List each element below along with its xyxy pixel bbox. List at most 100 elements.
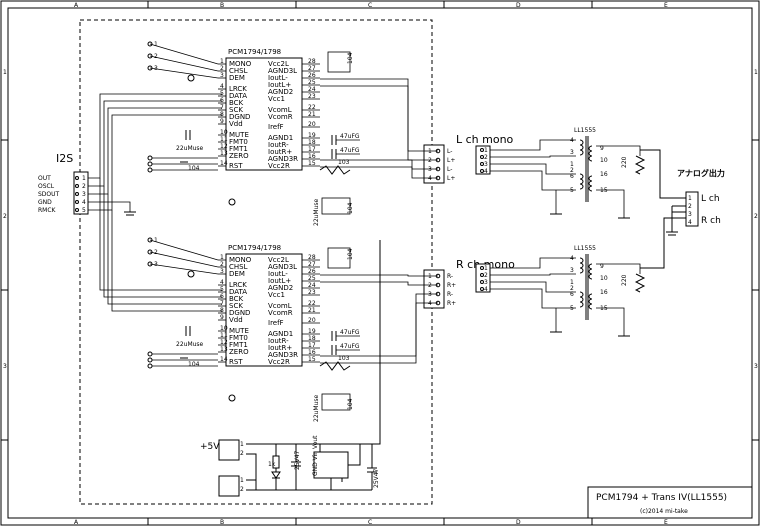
rch-trans-input-pin	[480, 280, 484, 284]
dac-bot-part-label: PCM1794/1798	[228, 244, 281, 252]
rch-secondary-coil	[588, 268, 593, 275]
dac-bot-left-pin-name: LRCK	[229, 281, 247, 289]
dac-bot-left-pin-name: Vdd	[229, 316, 243, 324]
dac-top-left-pin-name: FMT1	[229, 145, 248, 153]
out-num-3: 3	[688, 211, 692, 218]
dac-top-left-pin-name: DEM	[229, 74, 245, 82]
dac-top-right-pin-num: 23	[308, 93, 316, 100]
i2s-num-2: 2	[82, 183, 86, 190]
dac-bot-left-pin-num: 9	[220, 314, 224, 321]
reg-pin-label: GND Vin Vout	[312, 435, 319, 476]
dac-top-jumper-wire	[149, 55, 219, 72]
i2s-num-1: 1	[82, 175, 86, 182]
dac-top-right-pin-num: 19	[308, 132, 316, 139]
dac-top-left-pin-name: CHSL	[229, 67, 248, 75]
rch-trans-input-num: 1	[484, 265, 488, 272]
lch-trans-wire	[490, 155, 576, 158]
dac-bot-right-pin-name: VcomL	[268, 302, 292, 310]
dac-bot-left-pin-name: RST	[229, 358, 243, 366]
dac-bot-right-pin-name: VcomR	[268, 309, 293, 317]
dac-top-fmt-pin	[147, 167, 153, 173]
lch-load-resistor-label: 220	[621, 156, 628, 168]
lch-num-4: 4	[428, 175, 432, 182]
dac-top-right-pin-num: 16	[308, 153, 316, 160]
dac-top-left-pin-num: 14	[220, 160, 228, 167]
lch-trans-pin-num: 5	[570, 187, 574, 194]
col-label-b-bottom: B	[220, 519, 224, 526]
dac-bot-fmt-pin	[147, 357, 153, 363]
dac-bot-right-pin-num: 26	[308, 268, 316, 275]
dac-top-bottom-cap-label: 104	[347, 202, 354, 214]
dac-bot-left-pin-name: FMT1	[229, 341, 248, 349]
rch-trans-wire	[490, 257, 576, 269]
dac-bot-left-pin-num: 6	[220, 293, 224, 300]
lch-trans-input-num: 2	[484, 154, 488, 161]
dac-top-right-pin-name: AGND3L	[268, 67, 297, 75]
dac-bot-vcom-cap-label: 47uFG	[340, 329, 360, 336]
dac-top-left-pin-name: RST	[229, 162, 243, 170]
power-conn-1	[218, 439, 240, 461]
lch-signal-wire	[320, 85, 438, 161]
dac-bot-right-pin-num: 17	[308, 342, 316, 349]
lch-trans-pin-num: 10	[600, 157, 608, 164]
lch-trans-pin-num: 15	[600, 187, 608, 194]
dac-top-top-cap-label: 104	[347, 52, 354, 64]
dac-top-right-pin-name: IoutR+	[268, 148, 292, 156]
i2s-pin-oscl: OSCL	[38, 183, 55, 190]
rch-trans-part-label: LL1555	[574, 245, 596, 252]
dac-bot-right-pin-name: IrefF	[268, 319, 284, 327]
lch-primary-coil	[579, 183, 584, 190]
rch-trans-wire	[490, 288, 576, 309]
out-num-4: 4	[688, 219, 692, 226]
lch-num-2: 2	[428, 157, 432, 164]
lch-signal-wire	[320, 166, 438, 179]
lch-load-resistor	[634, 155, 646, 175]
dac-bot-left-pin-name: MONO	[229, 256, 252, 264]
dac-bot-dem-jumper	[187, 270, 195, 278]
col-label-a: A	[74, 2, 79, 9]
dac-top-left-pin-name: ZERO	[229, 152, 249, 160]
lch-secondary-coil	[588, 155, 593, 162]
dac-bot-left-pin-name: FMT0	[229, 334, 248, 342]
dac-bot-top-decoupling	[327, 247, 351, 269]
lch-trans-input-pin	[480, 169, 484, 173]
dac-top-right-pin-name: AGND2	[268, 88, 293, 96]
rch-secondary-coil	[588, 303, 593, 310]
rch-trans-pin-num: 2	[570, 285, 574, 292]
rch-load-resistor	[634, 273, 646, 293]
dac-top-left-pin-name: LRCK	[229, 85, 247, 93]
i2s-pin-sdout: SDOUT	[38, 191, 60, 198]
dac-top-fmt-pin	[147, 155, 153, 161]
dac-bot-left-pin-num: 5	[220, 286, 224, 293]
led-icon	[271, 471, 281, 479]
dac-top-right-pin-num: 21	[308, 111, 316, 118]
output-rch-label: R ch	[701, 216, 721, 226]
lch-secondary-coil	[588, 150, 593, 157]
dac-bot-right-pin-name: AGND2	[268, 284, 293, 292]
power-label: +5V	[200, 442, 220, 452]
rch-load-resistor-label: 220	[621, 274, 628, 286]
dac-bot-right-pin-num: 19	[308, 328, 316, 335]
dac-top-jumper-pin	[147, 53, 153, 59]
dac-top-left-pin-name: SCK	[229, 106, 243, 114]
dac-top-left-pin-name: DATA	[229, 92, 247, 100]
dac-bot-left-pin-num: 4	[220, 279, 224, 286]
row-label-1: 1	[3, 69, 7, 76]
dac-bot-top-cap-label: 104	[347, 248, 354, 260]
dac-top-right-pin-num: 28	[308, 58, 316, 65]
dac-bot-left-pin-name: DEM	[229, 270, 245, 278]
row-label-1-right: 1	[754, 69, 758, 76]
lch-trans-input-num: 4	[484, 168, 488, 175]
lch-primary-coil	[579, 178, 584, 185]
dac-bot-left-pin-name: DGND	[229, 309, 250, 317]
dac-bot-right-pin-name: IoutR+	[268, 344, 292, 352]
dac-bot-right-pin-num: 24	[308, 282, 316, 289]
rch-trans-input-pin	[480, 273, 484, 277]
dac-top-vcom-cap-label: 47uFG	[340, 147, 360, 154]
dac-bot-iref-label: 103	[338, 355, 350, 362]
dac-top-vcom-cap-label: 47uFG	[340, 133, 360, 140]
rch-trans-input-num: 3	[484, 279, 488, 286]
